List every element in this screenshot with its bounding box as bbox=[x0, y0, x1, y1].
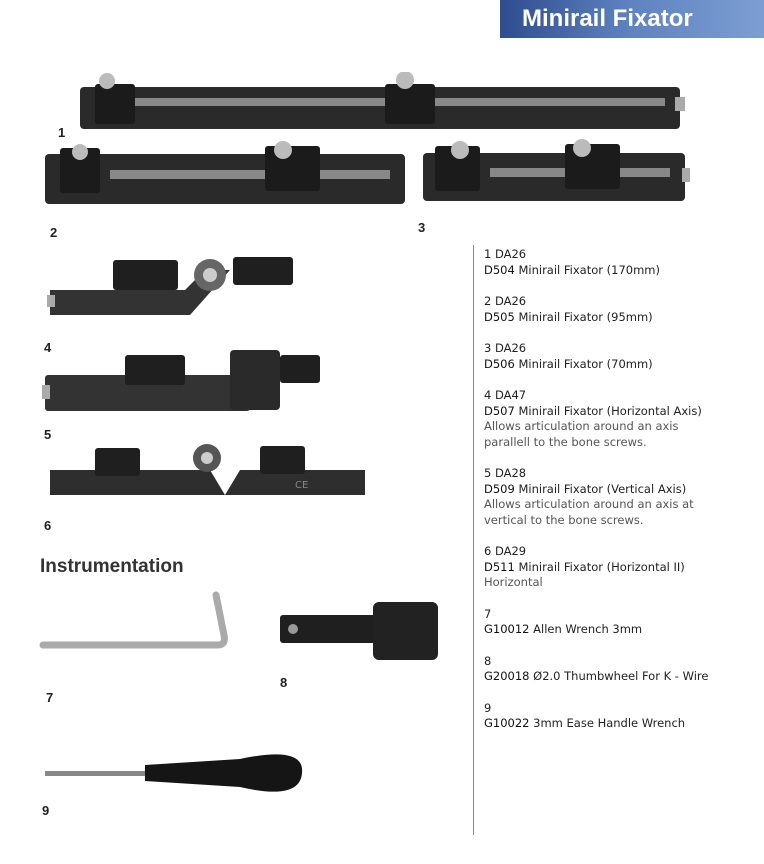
item-ref: 8 bbox=[484, 653, 492, 668]
item-name: Minirail Fixator (70mm) bbox=[518, 356, 653, 371]
product-item: 1 DA26 D504 Minirail Fixator (170mm) bbox=[484, 247, 764, 278]
section-heading-instrumentation: Instrumentation bbox=[40, 556, 184, 577]
item-name: Minirail Fixator (170mm) bbox=[518, 262, 660, 277]
item-ref: 2 DA26 bbox=[484, 294, 527, 308]
figure-number: 6 bbox=[44, 518, 52, 533]
minirail-horizontal-axis-image bbox=[47, 257, 293, 315]
item-name: Minirail Fixator (Horizontal Axis) bbox=[518, 403, 702, 418]
product-list: 1 DA26 D504 Minirail Fixator (170mm) 2 D… bbox=[484, 247, 764, 748]
item-description: Allows articulation around an axis at bbox=[484, 497, 694, 511]
product-item: 9 G10022 3mm Ease Handle Wrench bbox=[484, 701, 764, 732]
product-item: 8 G20018 Ø2.0 Thumbwheel For K - Wire bbox=[484, 654, 764, 685]
item-description: vertical to the bone screws. bbox=[484, 512, 644, 527]
product-item: 2 DA26 D505 Minirail Fixator (95mm) bbox=[484, 294, 764, 325]
item-ref: 6 DA29 bbox=[484, 544, 527, 558]
thumbwheel-image bbox=[280, 602, 438, 660]
item-name: 3mm Ease Handle Wrench bbox=[533, 716, 686, 730]
figure-number: 8 bbox=[280, 675, 288, 690]
item-name: Minirail Fixator (Horizontal II) bbox=[518, 559, 685, 574]
item-code: G10012 bbox=[484, 622, 530, 636]
figure-number: 9 bbox=[42, 803, 50, 818]
item-code: D511 bbox=[484, 559, 515, 574]
item-description: parallell to the bone screws. bbox=[484, 434, 647, 449]
product-item: 3 DA26 D506 Minirail Fixator (70mm) bbox=[484, 341, 764, 372]
item-code: D506 bbox=[484, 356, 515, 371]
column-divider bbox=[473, 245, 474, 835]
product-item: 4 DA47 D507 Minirail Fixator (Horizontal… bbox=[484, 388, 764, 450]
ease-handle-wrench-image bbox=[45, 754, 303, 792]
figure-number: 3 bbox=[418, 220, 426, 235]
item-code: G10022 bbox=[484, 716, 530, 730]
product-item: 6 DA29 D511 Minirail Fixator (Horizontal… bbox=[484, 544, 764, 591]
item-description: Allows articulation around an axis bbox=[484, 419, 679, 433]
minirail-95mm-image bbox=[45, 141, 405, 204]
figure-number: 5 bbox=[44, 427, 52, 442]
item-code: D507 bbox=[484, 403, 515, 418]
item-code: D505 bbox=[484, 309, 515, 324]
ce-mark: CE bbox=[295, 480, 308, 491]
item-ref: 9 bbox=[484, 700, 492, 715]
minirail-horizontal-ii-image: CE bbox=[50, 444, 365, 495]
item-code: G20018 bbox=[484, 669, 530, 683]
item-ref: 4 DA47 bbox=[484, 388, 527, 402]
product-item: 5 DA28 D509 Minirail Fixator (Vertical A… bbox=[484, 466, 764, 528]
item-ref: 7 bbox=[484, 606, 492, 621]
item-ref: 3 DA26 bbox=[484, 341, 527, 355]
figure-number: 4 bbox=[44, 340, 52, 355]
item-ref: 1 DA26 bbox=[484, 247, 527, 261]
item-description: Horizontal bbox=[484, 575, 543, 589]
item-code: D509 bbox=[484, 481, 515, 496]
allen-wrench-image bbox=[39, 591, 228, 649]
product-item: 7 G10012 Allen Wrench 3mm bbox=[484, 607, 764, 638]
minirail-vertical-axis-image bbox=[42, 350, 320, 411]
item-name: Minirail Fixator (95mm) bbox=[518, 309, 653, 324]
page-title-banner: Minirail Fixator bbox=[500, 0, 764, 38]
figure-number: 7 bbox=[46, 690, 54, 705]
item-code: D504 bbox=[484, 262, 515, 277]
item-ref: 5 DA28 bbox=[484, 466, 527, 480]
figure-number: 1 bbox=[58, 125, 66, 140]
item-name: Allen Wrench 3mm bbox=[533, 622, 643, 636]
item-name: Ø2.0 Thumbwheel For K - Wire bbox=[533, 669, 709, 683]
minirail-70mm-image bbox=[423, 139, 690, 201]
minirail-170mm-image bbox=[80, 72, 685, 129]
figure-number: 2 bbox=[50, 225, 58, 240]
item-name: Minirail Fixator (Vertical Axis) bbox=[518, 481, 687, 496]
